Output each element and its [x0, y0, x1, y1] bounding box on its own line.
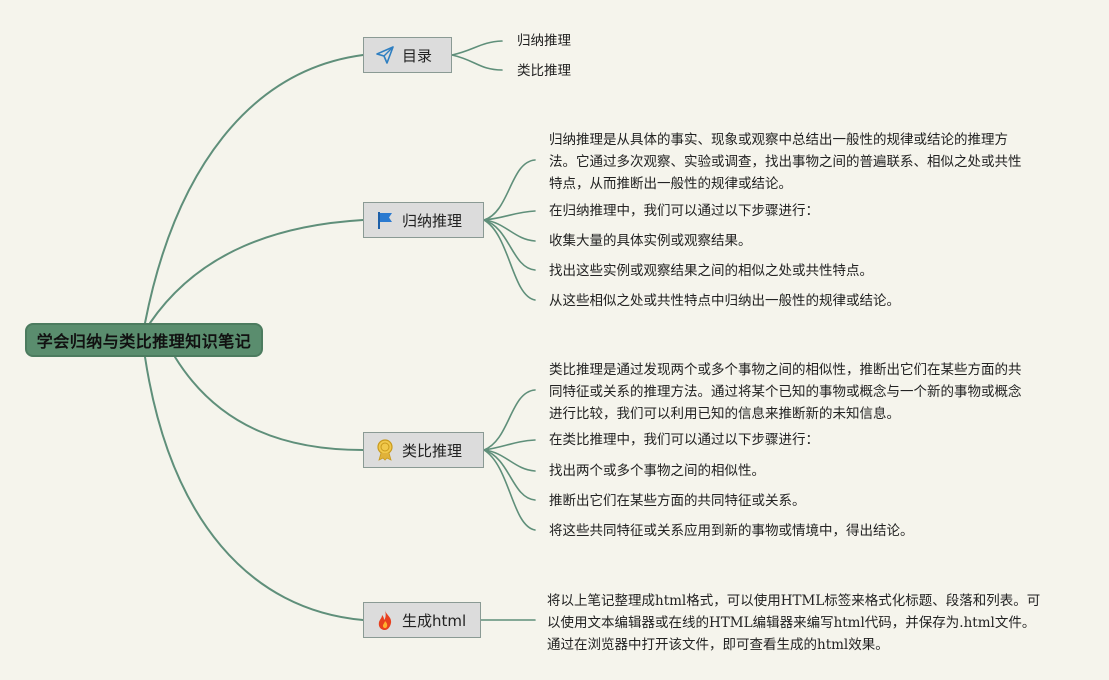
- induction-paragraph[interactable]: 归纳推理是从具体的事实、现象或观察中总结出一般性的规律或结论的推理方 法。它通过…: [549, 129, 1022, 195]
- connector-ind-3: [483, 219, 536, 271]
- award-medal-icon: [374, 439, 396, 461]
- toc-item-1[interactable]: 归纳推理: [517, 33, 571, 49]
- induction-item-4[interactable]: 从这些相似之处或共性特点中归纳出一般性的规律或结论。: [549, 293, 900, 309]
- fire-icon: [374, 609, 396, 631]
- branch-html-label: 生成html: [402, 611, 467, 630]
- branch-toc-label: 目录: [402, 46, 433, 65]
- induction-paragraph-line: 特点，从而推断出一般性的规律或结论。: [549, 176, 792, 192]
- connector-ana-3: [483, 449, 536, 501]
- induction-item-3[interactable]: 找出这些实例或观察结果之间的相似之处或共性特点。: [549, 263, 873, 279]
- paper-plane-icon: [374, 44, 396, 66]
- induction-paragraph-line: 法。它通过多次观察、实验或调查，找出事物之间的普遍联系、相似之处或共性: [549, 154, 1022, 170]
- connector-ana-1: [483, 439, 536, 451]
- analogy-paragraph[interactable]: 类比推理是通过发现两个或多个事物之间的相似性，推断出它们在某些方面的共 同特征或…: [549, 359, 1022, 425]
- connector-root-toc: [144, 54, 364, 324]
- html-paragraph[interactable]: 将以上笔记整理成html格式，可以使用HTML标签来格式化标题、段落和列表。可 …: [547, 590, 1040, 656]
- branch-induction-label: 归纳推理: [402, 211, 463, 230]
- branch-analogy-label: 类比推理: [402, 441, 463, 460]
- branch-analogy[interactable]: 类比推理: [363, 432, 484, 468]
- analogy-paragraph-line: 进行比较，我们可以利用已知的信息来推断新的未知信息。: [549, 406, 900, 422]
- connector-ind-4: [483, 219, 536, 301]
- induction-item-2[interactable]: 收集大量的具体实例或观察结果。: [549, 233, 752, 249]
- connector-ana-0: [483, 389, 536, 451]
- analogy-item-3[interactable]: 推断出它们在某些方面的共同特征或关系。: [549, 493, 806, 509]
- html-paragraph-line: 通过在浏览器中打开该文件，即可查看生成的html效果。: [547, 637, 889, 653]
- root-node[interactable]: 学会归纳与类比推理知识笔记: [25, 323, 263, 357]
- analogy-paragraph-line: 类比推理是通过发现两个或多个事物之间的相似性，推断出它们在某些方面的共: [549, 362, 1022, 378]
- connector-ana-2: [483, 449, 536, 472]
- analogy-item-1[interactable]: 在类比推理中，我们可以通过以下步骤进行：: [549, 432, 819, 448]
- analogy-item-2[interactable]: 找出两个或多个事物之间的相似性。: [549, 463, 765, 479]
- connector-toc-2: [451, 54, 503, 71]
- connector-root-html: [144, 356, 364, 621]
- branch-induction[interactable]: 归纳推理: [363, 202, 484, 238]
- html-paragraph-line: 将以上笔记整理成html格式，可以使用HTML标签来格式化标题、段落和列表。可: [547, 593, 1041, 609]
- toc-item-2[interactable]: 类比推理: [517, 63, 571, 79]
- html-paragraph-line: 以使用文本编辑器或在线的HTML编辑器来编写html代码，并保存为.html文件…: [547, 615, 1036, 631]
- connector-root-analogy: [174, 356, 364, 451]
- connector-ana-4: [483, 449, 536, 531]
- analogy-item-4[interactable]: 将这些共同特征或关系应用到新的事物或情境中，得出结论。: [549, 523, 914, 539]
- connector-toc-1: [451, 40, 503, 56]
- connector-ind-1: [483, 210, 536, 221]
- induction-item-1[interactable]: 在归纳推理中，我们可以通过以下步骤进行：: [549, 203, 819, 219]
- root-label: 学会归纳与类比推理知识笔记: [36, 332, 252, 351]
- connector-ind-0: [483, 159, 536, 221]
- blue-flag-icon: [374, 209, 396, 231]
- branch-html[interactable]: 生成html: [363, 602, 481, 638]
- connector-ind-2: [483, 219, 536, 242]
- analogy-paragraph-line: 同特征或关系的推理方法。通过将某个已知的事物或概念与一个新的事物或概念: [549, 384, 1022, 400]
- induction-paragraph-line: 归纳推理是从具体的事实、现象或观察中总结出一般性的规律或结论的推理方: [549, 132, 1008, 148]
- connector-root-induction: [149, 219, 364, 324]
- branch-toc[interactable]: 目录: [363, 37, 452, 73]
